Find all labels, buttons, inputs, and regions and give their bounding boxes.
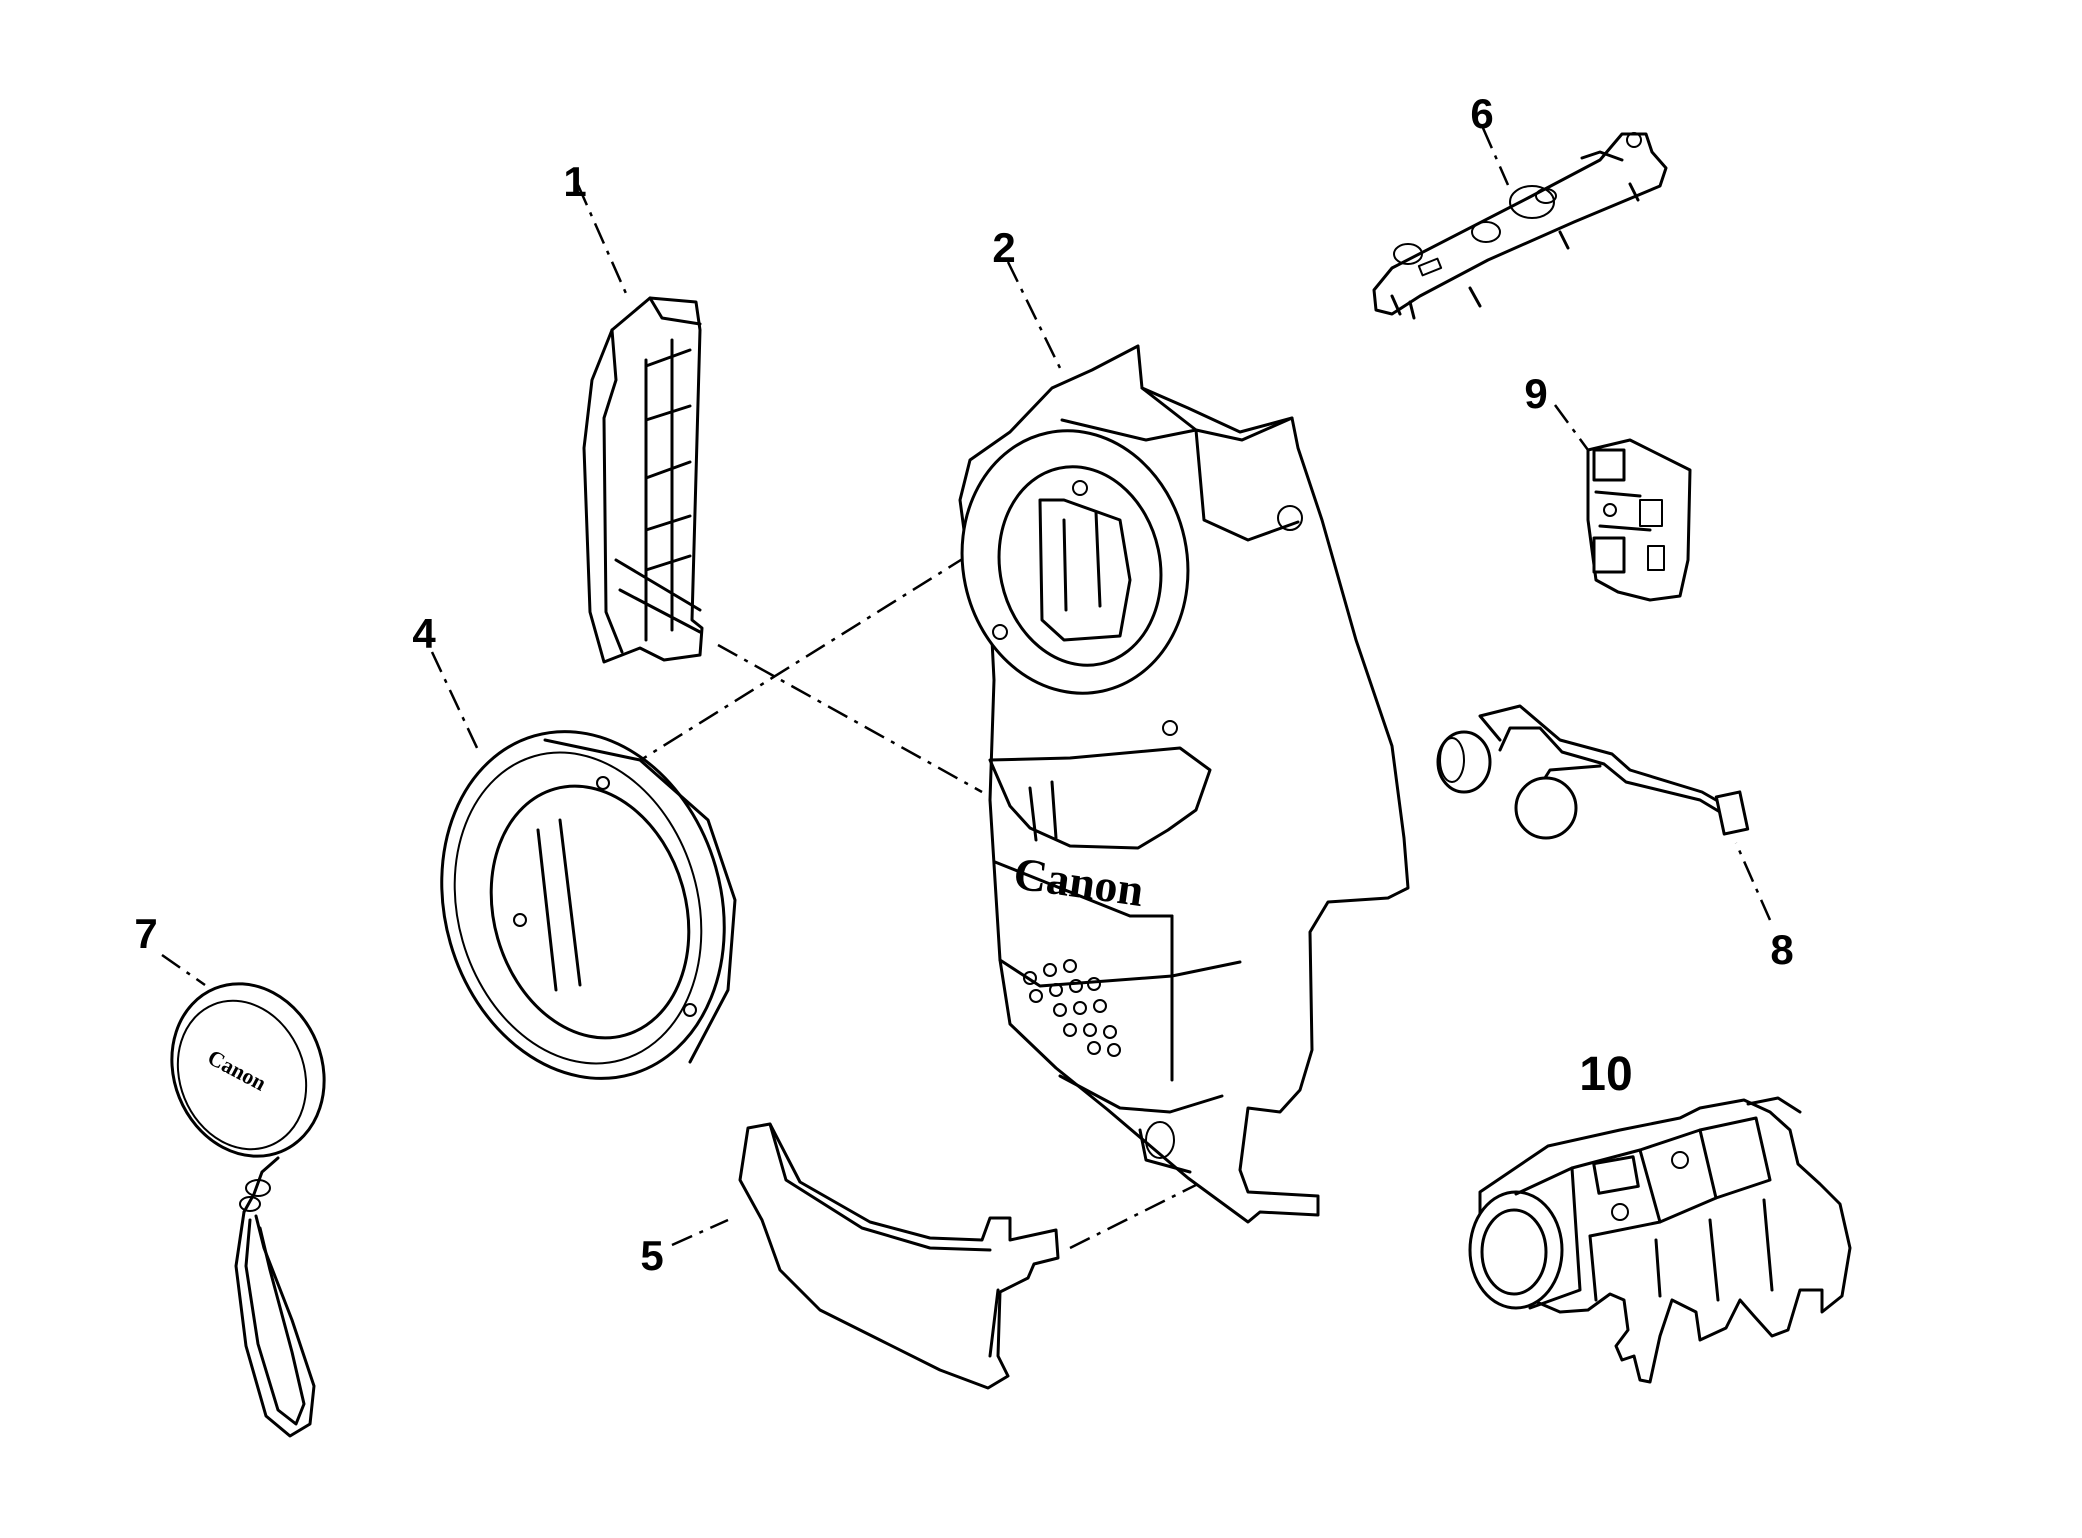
callout-label-9: 9 xyxy=(1524,370,1547,417)
part-4-lens-ring xyxy=(440,730,737,1080)
callout-label-4: 4 xyxy=(412,610,436,657)
speaker-grille xyxy=(1023,959,1121,1057)
leader-9 xyxy=(1553,404,1590,451)
leader-2 xyxy=(1006,261,1062,369)
callout-label-2: 2 xyxy=(992,224,1015,271)
leader-1 xyxy=(576,184,630,299)
callout-label-7: 7 xyxy=(134,910,157,957)
leader-8 xyxy=(1734,842,1772,921)
part-2-front-housing: Canon xyxy=(958,344,1410,1224)
callout-label-10: 10 xyxy=(1579,1048,1632,1101)
assembly-line-grip xyxy=(717,643,983,794)
assembly-line-cover xyxy=(1069,1163,1237,1250)
leader-6 xyxy=(1481,127,1510,186)
part-8-microphone-cable xyxy=(1436,704,1750,840)
part-9-switch-board xyxy=(1586,438,1692,602)
part-1-grip-bracket xyxy=(582,296,704,664)
part-10-zoom-lens-assembly xyxy=(1468,1096,1852,1384)
leader-lines xyxy=(161,127,1772,1250)
callout-label-1: 1 xyxy=(563,158,586,205)
callout-label-6: 6 xyxy=(1470,90,1493,137)
leader-5 xyxy=(671,1218,729,1247)
callout-label-5: 5 xyxy=(640,1232,663,1279)
callout-label-8: 8 xyxy=(1770,926,1793,973)
part-7-lens-cap: Canon xyxy=(170,982,326,1438)
part-5-bottom-cover xyxy=(738,1122,1060,1390)
callout-labels: 1 2 4 5 6 7 8 9 10 xyxy=(134,90,1793,1279)
part-6-control-board xyxy=(1372,132,1668,320)
leader-7 xyxy=(161,953,206,987)
leader-4 xyxy=(430,651,480,751)
